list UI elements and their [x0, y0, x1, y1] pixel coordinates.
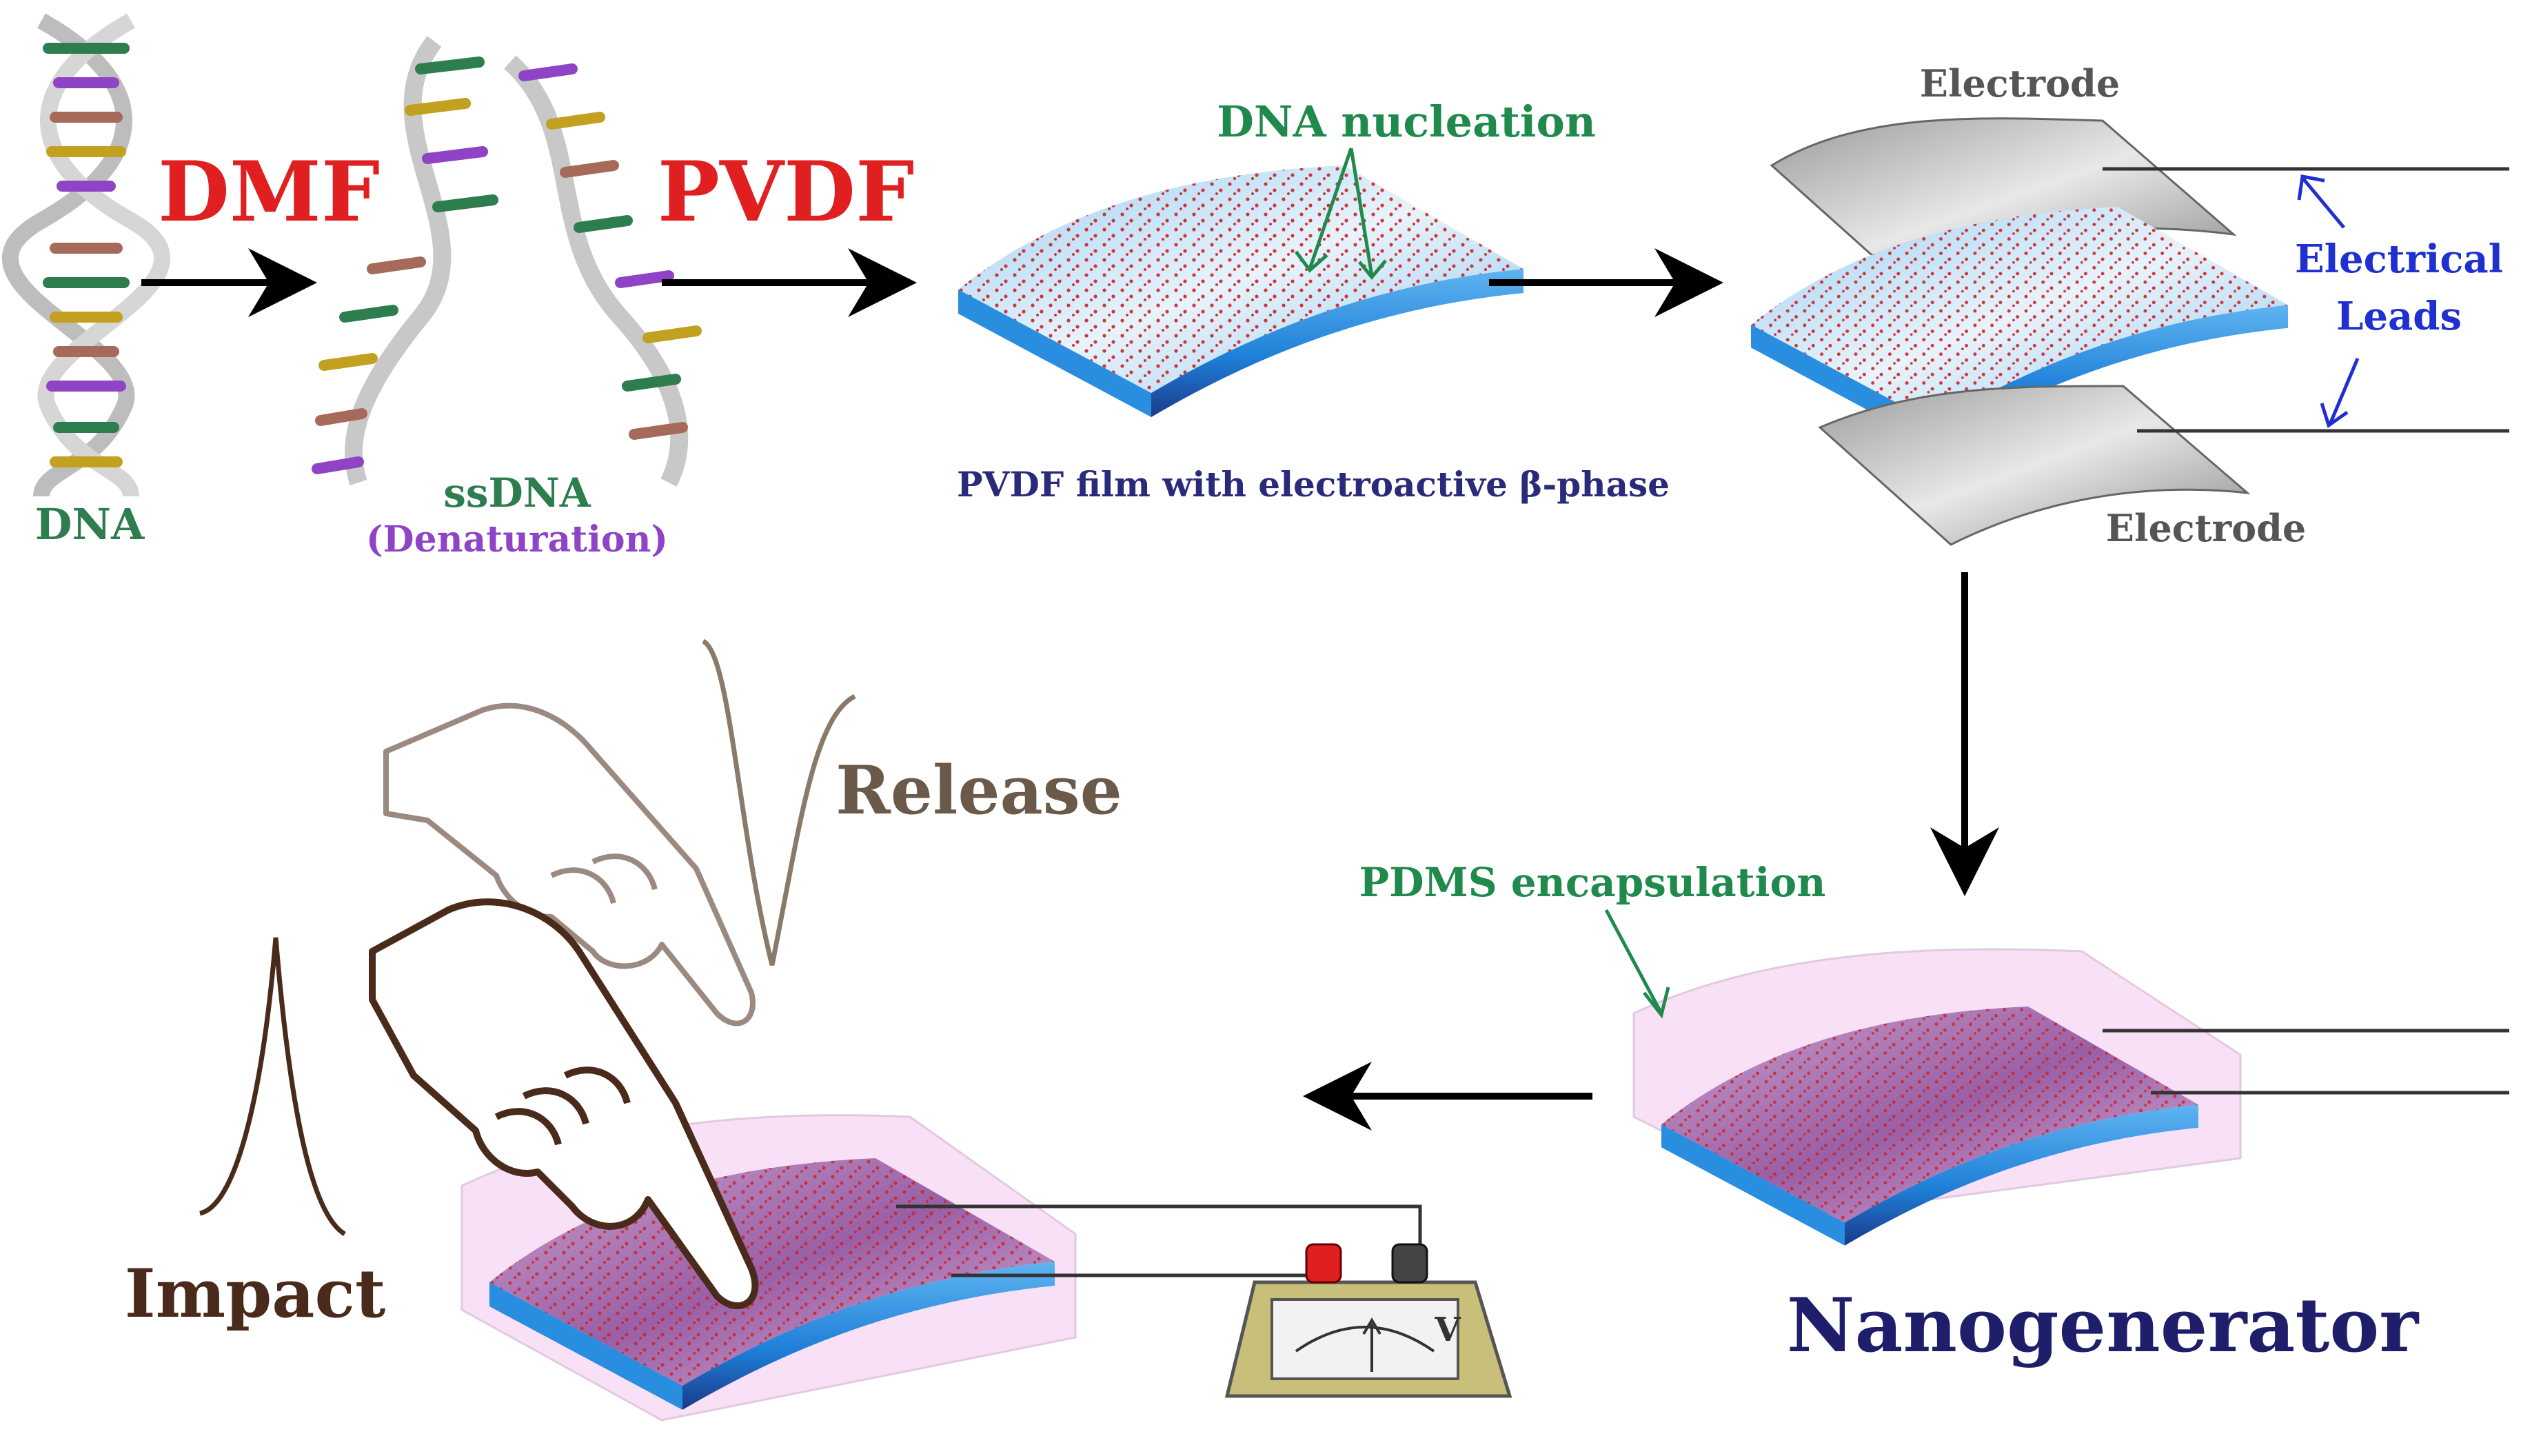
red-terminal — [1305, 1243, 1342, 1284]
meter-wire-1 — [896, 1204, 1422, 1255]
electrode-assembly — [1751, 117, 2509, 546]
release-label: Release — [836, 751, 1122, 829]
pvdf-label: PVDF — [658, 143, 915, 241]
dmf-label: DMF — [158, 143, 380, 241]
pdms-pointer-arrow — [1604, 909, 1670, 1019]
pvdf-film-label: PVDF film with electroactive β-phase — [957, 464, 1670, 505]
nucleation-pointer-arrows — [1294, 148, 1387, 280]
leads-label: Leads — [2336, 294, 2462, 339]
nanogenerator-label: Nanogenerator — [1787, 1282, 2420, 1369]
dna-double-helix-icon — [1, 13, 171, 498]
denaturation-label: (Denaturation) — [366, 518, 668, 560]
release-pulse — [701, 638, 856, 966]
pointing-hand-icon — [369, 898, 759, 1310]
bottom-electrode — [1818, 385, 2251, 546]
encapsulated-nanogenerator — [1632, 948, 2509, 1246]
electrode-top-label: Electrode — [1920, 61, 2120, 105]
pvdf-film — [958, 165, 1523, 417]
meter-unit-label: V — [1434, 1311, 1461, 1349]
leads-pointer-arrows — [2297, 174, 2360, 429]
single-strand-dna-icon — [504, 55, 702, 487]
pdms-label: PDMS encapsulation — [1359, 859, 1826, 906]
impact-pulse — [199, 937, 346, 1236]
black-terminal — [1391, 1243, 1428, 1284]
ssdna-label: ssDNA — [443, 469, 591, 516]
electrical-label: Electrical — [2295, 236, 2503, 282]
voltmeter-icon — [1224, 1243, 1512, 1398]
electrode-bottom-label: Electrode — [2106, 506, 2306, 550]
impact-label: Impact — [125, 1255, 386, 1333]
single-strand-dna-icon — [312, 36, 498, 486]
dna-nucleation-label: DNA nucleation — [1217, 97, 1596, 147]
dna-label: DNA — [35, 499, 145, 549]
